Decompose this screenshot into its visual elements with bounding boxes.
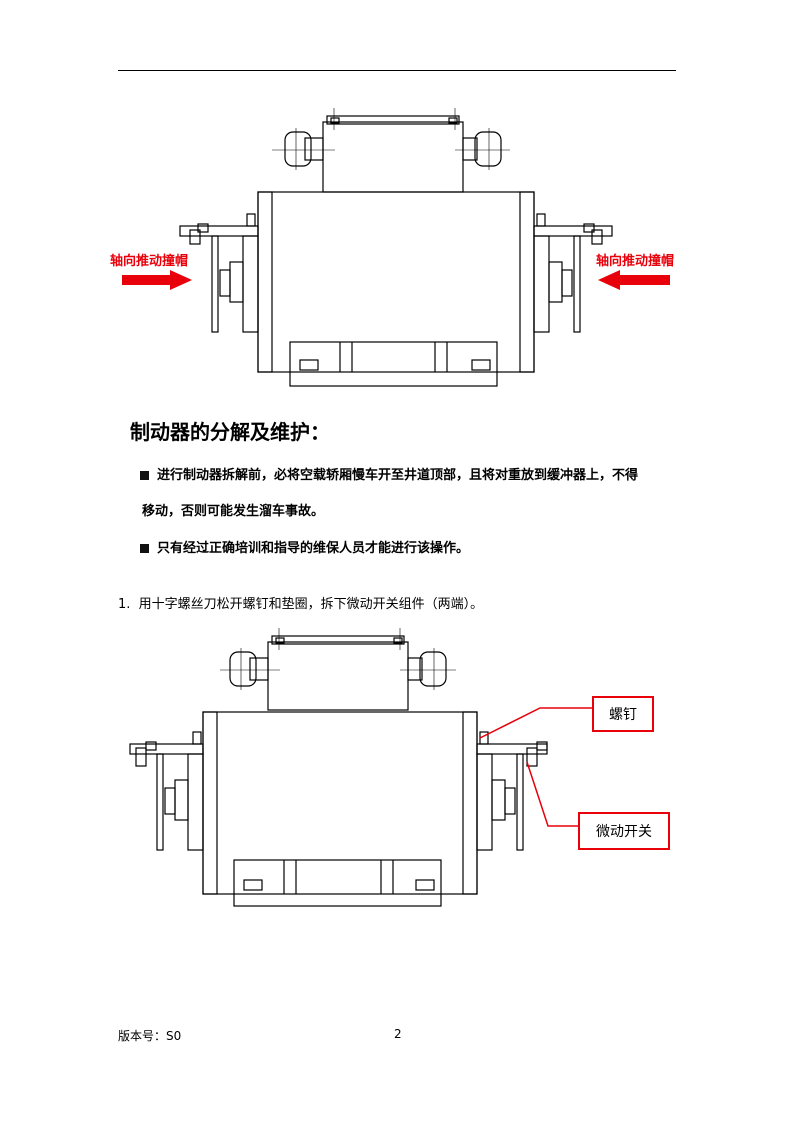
bullet-1-text: 进行制动器拆解前，必将空载轿厢慢车开至井道顶部，且将对重放到缓冲器上，不得 [157, 468, 639, 483]
bullet-2: 只有经过正确培训和指导的维保人员才能进行该操作。 [140, 537, 469, 556]
page-number: 2 [394, 1027, 402, 1041]
bullet-2-text: 只有经过正确培训和指导的维保人员才能进行该操作。 [157, 541, 470, 556]
step-1-text: 用十字螺丝刀松开螺钉和垫圈，拆下微动开关组件（两端）。 [138, 597, 484, 612]
axial-push-label-right: 轴向推动撞帽 [596, 254, 675, 269]
step-1: 1. 用十字螺丝刀松开螺钉和垫圈，拆下微动开关组件（两端）。 [118, 593, 483, 612]
callout-leaders [479, 707, 592, 827]
callout-micro-switch: 微动开关 [578, 812, 670, 850]
brake-diagram-top [122, 108, 670, 387]
bullet-square-icon [140, 471, 149, 480]
bullet-square-icon [140, 544, 149, 553]
bullet-1-continuation: 移动，否则可能发生溜车事故。 [142, 504, 325, 519]
step-1-number: 1. [118, 597, 131, 612]
callout-screw: 螺钉 [592, 696, 654, 732]
bullet-1: 进行制动器拆解前，必将空载轿厢慢车开至井道顶部，且将对重放到缓冲器上，不得 [140, 464, 638, 483]
footer-version: 版本号：S0 [118, 1029, 182, 1043]
axial-push-label-left: 轴向推动撞帽 [110, 254, 189, 269]
axial-push-arrows [122, 270, 670, 290]
header-rule [118, 70, 676, 71]
section-heading: 制动器的分解及维护： [130, 420, 330, 444]
